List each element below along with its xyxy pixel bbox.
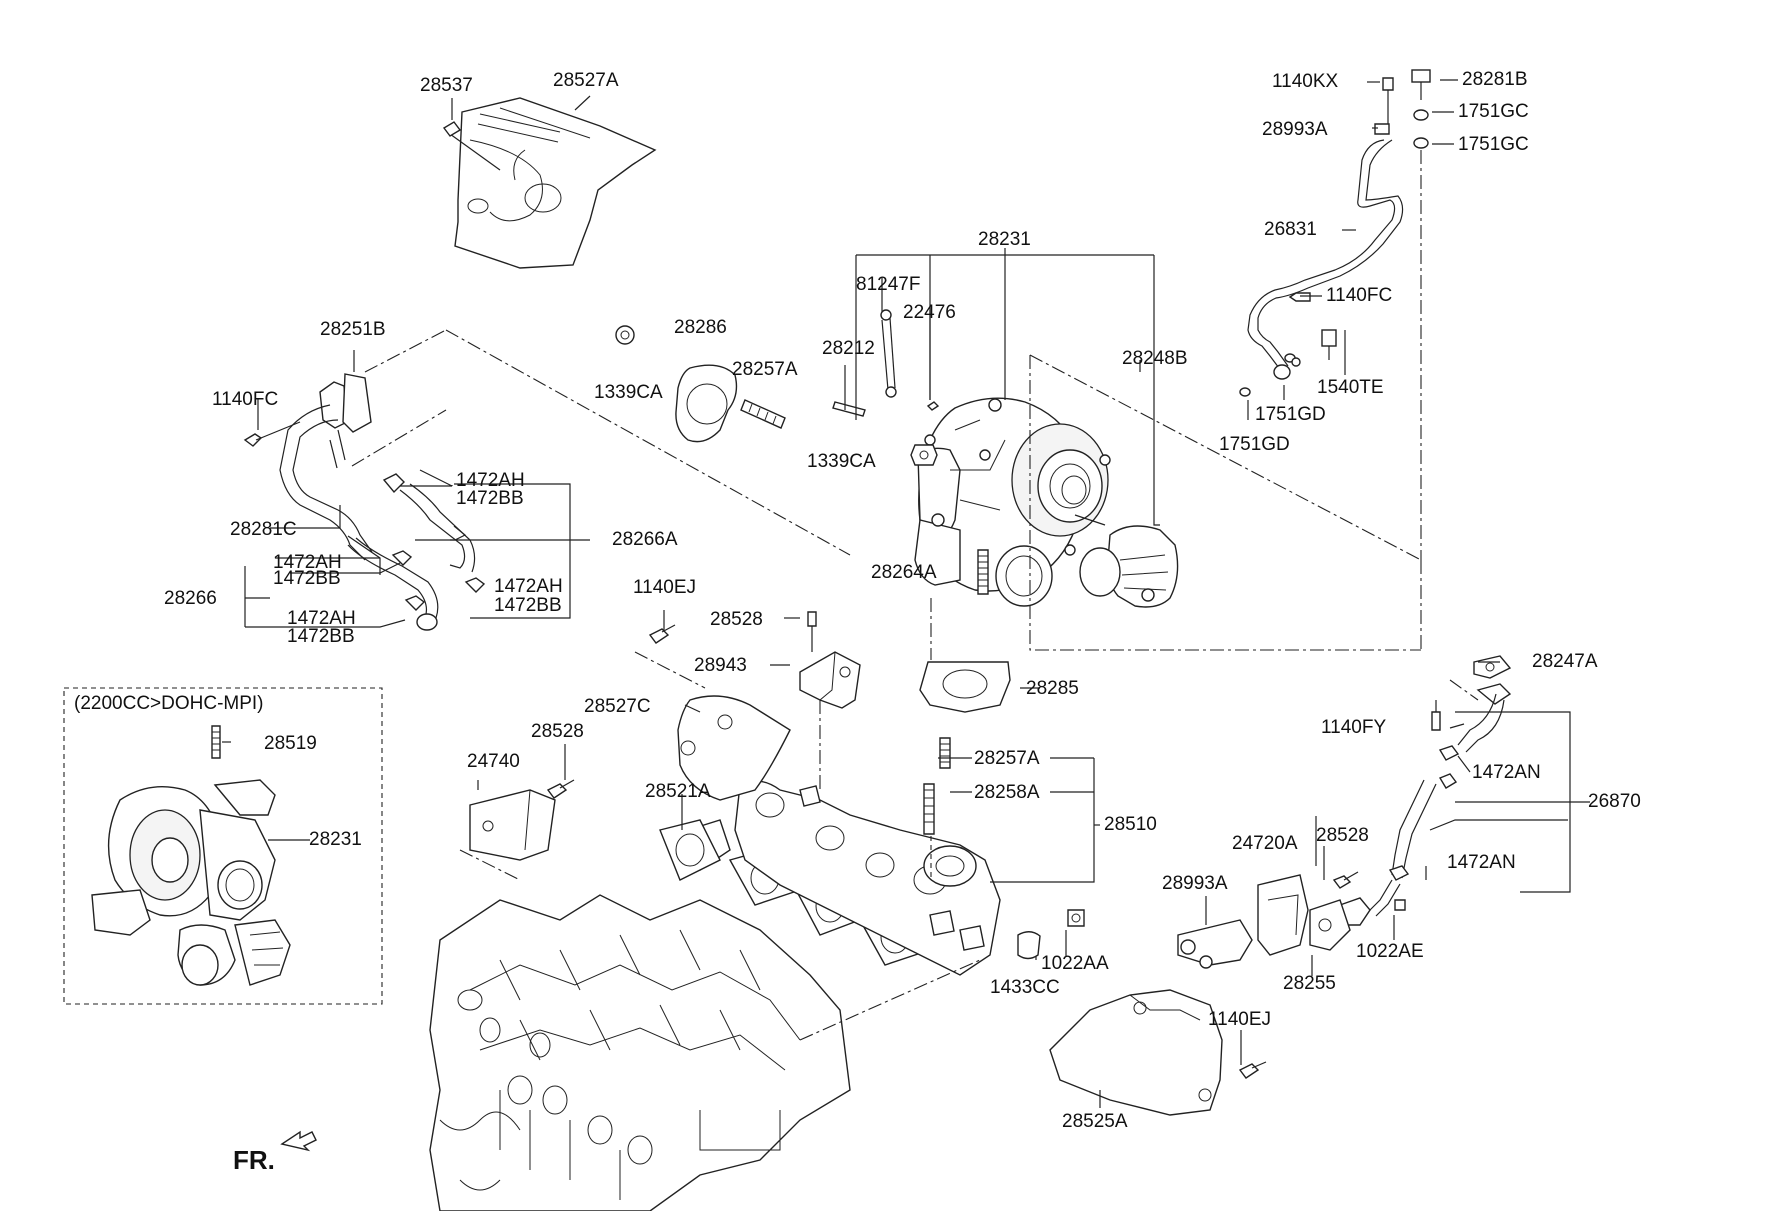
- label-1022ae: 1022AE: [1356, 941, 1424, 962]
- label-28264a: 28264A: [871, 562, 937, 583]
- leader-dash-28248b: [1029, 355, 1421, 651]
- nuts-1022aa-1433cc: [1017, 909, 1085, 960]
- label-1472ah-3: 1472AH: [287, 608, 356, 629]
- label-1472bb-4: 1472BB: [494, 595, 562, 616]
- label-1140ej-1: 1140EJ: [633, 577, 697, 598]
- label-1140fc-right: 1140FC: [1326, 285, 1393, 306]
- label-28528-3: 28528: [1316, 825, 1369, 846]
- label-1022aa: 1022AA: [1041, 953, 1109, 974]
- label-26831: 26831: [1264, 219, 1317, 240]
- label-28528-2: 28528: [531, 721, 584, 742]
- label-28285: 28285: [1026, 678, 1079, 699]
- label-28266: 28266: [164, 588, 217, 609]
- label-28528-1: 28528: [710, 609, 763, 630]
- label-1472ah-2: 1472AH: [273, 552, 342, 573]
- label-1339ca-2: 1339CA: [807, 451, 876, 472]
- label-28527a: 28527A: [553, 70, 619, 91]
- label-28247a: 28247A: [1532, 651, 1598, 672]
- label-28537: 28537: [420, 75, 473, 96]
- label-81247f: 81247F: [856, 274, 921, 295]
- label-1751gd-1: 1751GD: [1255, 404, 1326, 425]
- label-28519: 28519: [264, 733, 317, 754]
- label-1472bb-3: 1472BB: [287, 626, 355, 647]
- label-28525a: 28525A: [1062, 1111, 1128, 1132]
- label-1140fc-left: 1140FC: [212, 389, 279, 410]
- label-1472ah-4: 1472AH: [494, 576, 563, 597]
- label-1472an-1: 1472AN: [1472, 762, 1541, 783]
- label-1540te: 1540TE: [1317, 377, 1384, 398]
- label-28258a: 28258A: [974, 782, 1040, 803]
- brackets-24720a-28993a: [1177, 871, 1406, 969]
- label-28993a-top: 28993A: [1262, 119, 1328, 140]
- label-26870: 26870: [1588, 791, 1641, 812]
- turbocharger-inset: [91, 725, 291, 986]
- label-1140kx: 1140KX: [1272, 71, 1339, 92]
- cylinder-head: [429, 894, 981, 1211]
- label-28266a: 28266A: [612, 529, 678, 550]
- coolant-pipe-28281c: [243, 329, 851, 631]
- exhaust-manifold-28510: [734, 780, 1001, 976]
- label-28993a-low: 28993A: [1162, 873, 1228, 894]
- label-1472bb-1: 1472BB: [456, 488, 524, 509]
- label-front-direction: FR.: [233, 1145, 275, 1175]
- label-1433cc: 1433CC: [990, 977, 1060, 998]
- leader-lines: [222, 79, 1590, 1108]
- label-1472ah-1: 1472AH: [456, 470, 525, 491]
- tube-26870: [1337, 655, 1512, 926]
- bolt-1140ej-left: [634, 624, 706, 689]
- label-28255: 28255: [1283, 973, 1336, 994]
- label-28248b: 28248B: [1122, 348, 1188, 369]
- label-28281c: 28281C: [230, 519, 297, 540]
- label-28257a-top: 28257A: [732, 359, 798, 380]
- label-1140fy: 1140FY: [1321, 717, 1387, 738]
- label-variant-2200cc: (2200CC>DOHC-MPI): [74, 693, 264, 714]
- label-24740: 24740: [467, 751, 520, 772]
- heat-protector-28527a: [442, 97, 657, 269]
- gasket-28285: [919, 661, 1011, 713]
- label-28527c: 28527C: [584, 696, 651, 717]
- turbocharger-28231: [914, 397, 1179, 608]
- bracket-24740: [459, 779, 575, 881]
- label-1140ej-2: 1140EJ: [1208, 1009, 1272, 1030]
- label-28251b: 28251B: [320, 319, 386, 340]
- variant-inset-box: [63, 687, 383, 1005]
- gasket-28286: [615, 325, 786, 443]
- label-28257a-mid: 28257A: [974, 748, 1040, 769]
- bracket-28943: [799, 611, 861, 790]
- label-28212: 28212: [822, 338, 875, 359]
- label-28521a: 28521A: [645, 781, 711, 802]
- label-28286: 28286: [674, 317, 727, 338]
- label-28510: 28510: [1104, 814, 1157, 835]
- nut-and-stud: [910, 444, 989, 660]
- label-1751gd-2: 1751GD: [1219, 434, 1290, 455]
- heat-protector-28527c: [677, 695, 791, 801]
- heat-protector-28525a: [1049, 989, 1267, 1116]
- label-28231-inset: 28231: [309, 829, 362, 850]
- label-1472bb-2: 1472BB: [273, 568, 341, 589]
- label-1751gc-1: 1751GC: [1458, 101, 1529, 122]
- studs-28257a-28258a: [923, 737, 951, 880]
- label-1472an-2: 1472AN: [1447, 852, 1516, 873]
- label-1751gc-2: 1751GC: [1458, 134, 1529, 155]
- label-28943: 28943: [694, 655, 747, 676]
- label-28231-top: 28231: [978, 229, 1031, 250]
- label-28281b: 28281B: [1462, 69, 1528, 90]
- label-1339ca-1: 1339CA: [594, 382, 663, 403]
- label-24720a: 24720A: [1232, 833, 1298, 854]
- oil-feed-tube-26831: [1029, 69, 1431, 561]
- front-direction-arrow-icon: [280, 1130, 317, 1152]
- label-22476: 22476: [903, 302, 956, 323]
